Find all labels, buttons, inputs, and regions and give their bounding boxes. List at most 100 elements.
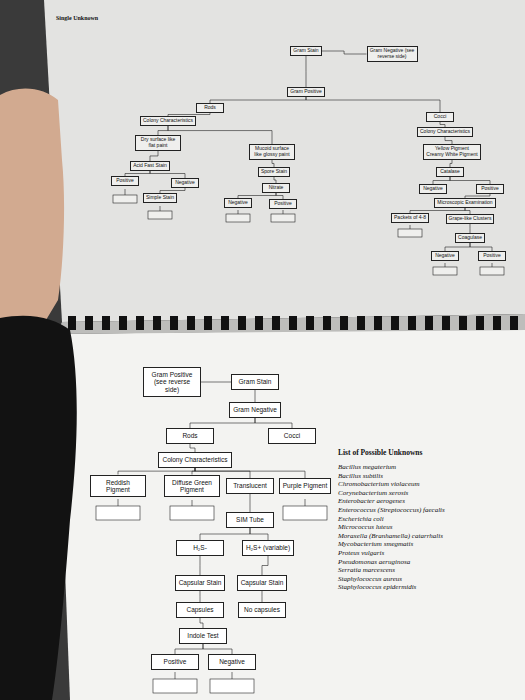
box-text: Gram Positive (see reverse side) — [147, 371, 197, 393]
flow-connector — [450, 160, 452, 167]
box-text: Positive — [481, 253, 503, 259]
flow-connector — [469, 224, 470, 233]
unknown-name: Enterococcus (Streptococcus) faecalis — [338, 506, 518, 515]
flow-box: Diffuse Green Pigment — [164, 475, 220, 498]
box-text: SIM Tube — [230, 516, 270, 523]
flow-connector — [272, 160, 274, 167]
flow-box: Reddish Pigment — [90, 475, 146, 498]
flow-connector — [201, 382, 231, 383]
flow-box: H₂S- — [176, 540, 224, 555]
flow-connector — [158, 126, 168, 135]
hand — [0, 89, 64, 335]
box-text: Capsular Stain — [241, 579, 284, 586]
box-text: Spore Stain — [261, 169, 287, 175]
flow-connector — [445, 137, 452, 144]
flow-box: Dry surface like flat paint — [135, 135, 181, 151]
unknown-name: Pseudomonas aeruginosa — [338, 558, 518, 567]
unknown-name: Mycobacterium smegmatis — [338, 540, 518, 549]
binding-gap — [56, 314, 525, 334]
box-text: Gram Positive — [290, 89, 321, 95]
unknown-name: Chromobacterium violaceum — [338, 480, 518, 489]
unknown-name: Bacillus megaterium — [338, 463, 518, 472]
flow-connector — [175, 644, 203, 655]
flow-connector — [200, 618, 203, 629]
flow-connector — [150, 171, 185, 178]
box-text: Gram Negative (see reverse side) — [370, 48, 415, 60]
box-text: Indole Test — [183, 632, 223, 639]
flow-box: Capsular Stain — [175, 575, 226, 590]
unknown-name: Enterobacter aerogenes — [338, 497, 518, 506]
flow-box: Gram Stain — [290, 46, 321, 56]
flow-connector — [210, 97, 306, 103]
flow-box: Simple Stain — [143, 193, 177, 203]
flow-box: Negative — [419, 184, 447, 194]
box-text: Negative — [174, 180, 196, 186]
flow-connector — [470, 243, 492, 251]
box-text: Dry surface like flat paint — [138, 137, 178, 149]
flow-connector — [118, 468, 195, 475]
flow-connector — [445, 243, 470, 251]
box-text: Negative — [227, 200, 249, 206]
unknown-list: List of Possible UnknownsBacillus megate… — [338, 448, 518, 592]
flow-box: Positive — [111, 176, 139, 186]
box-text: Gram Negative — [233, 406, 277, 413]
unknown-name: Corynebacterium xerosis — [338, 489, 518, 498]
box-text: H₂S+ (variable) — [246, 544, 290, 551]
flow-connector — [255, 418, 292, 429]
list-heading: List of Possible Unknowns — [338, 448, 518, 457]
flow-box: Rods — [166, 428, 214, 443]
flow-connector — [255, 390, 256, 403]
box-text: Simple Stain — [146, 195, 174, 201]
box-text: Rods — [170, 432, 210, 439]
flow-box: Positive — [476, 184, 504, 194]
box-text: Purple Pigment — [283, 482, 327, 489]
flow-box: Positive — [269, 199, 297, 209]
flow-box: Positive — [151, 654, 199, 669]
box-text: Packets of 4-8 — [394, 215, 426, 221]
flow-box: Colony Characteristics — [417, 127, 473, 137]
flow-connector — [150, 151, 158, 161]
box-text: Colony Characteristics — [420, 129, 470, 135]
flow-box: Colony Characteristics — [140, 116, 196, 126]
box-text: Positive — [479, 186, 501, 192]
flow-box: Purple Pigment — [279, 478, 331, 493]
flow-box: Yellow PigmentCreamy White Pigment — [423, 144, 480, 160]
flow-box: Negative — [208, 654, 256, 669]
flow-box: Gram Negative (see reverse side) — [367, 46, 418, 62]
flow-connector — [199, 591, 200, 603]
flow-box: Indole Test — [179, 628, 227, 643]
flow-connector — [250, 494, 251, 513]
flow-box: No capsules — [238, 602, 286, 617]
sleeve — [0, 316, 77, 700]
flow-box: SIM Tube — [226, 512, 274, 527]
flow-box: Colony Characteristics — [158, 452, 231, 467]
flow-box: Catalase — [436, 167, 464, 177]
flow-box: Negative — [171, 178, 199, 188]
flow-box: Spore Stain — [258, 167, 290, 177]
box-text: Cocci — [272, 432, 312, 439]
box-text: Colony Characteristics — [162, 456, 227, 463]
unknown-name: Micrococcus luteus — [338, 523, 518, 532]
box-text: Mucoid surface like glossy paint — [252, 146, 292, 158]
unknown-name: Staphylococcus epidermidis — [338, 583, 518, 592]
flow-connector — [203, 644, 232, 655]
box-text: Reddish Pigment — [94, 479, 142, 494]
flow-box: Packets of 4-8 — [391, 213, 429, 223]
box-text: Negative — [212, 658, 252, 665]
flow-connector — [190, 418, 255, 429]
unknown-name: Serratia marcescens — [338, 566, 518, 575]
flow-box: Negative — [431, 251, 459, 261]
flow-box: Cocci — [426, 112, 454, 122]
unknown-name: Moraxella (Branhamella) catarrhalis — [338, 532, 518, 541]
flow-connector — [261, 591, 262, 603]
flow-box: Gram Positive (see reverse side) — [143, 367, 201, 397]
flow-box: Coagulase — [455, 233, 485, 243]
flow-box: Nitrate — [262, 183, 290, 193]
blank-answer-boxes — [96, 195, 504, 693]
box-text: Capsular Stain — [179, 579, 222, 586]
flow-connector — [190, 444, 195, 453]
box-text: Translucent — [230, 482, 270, 489]
